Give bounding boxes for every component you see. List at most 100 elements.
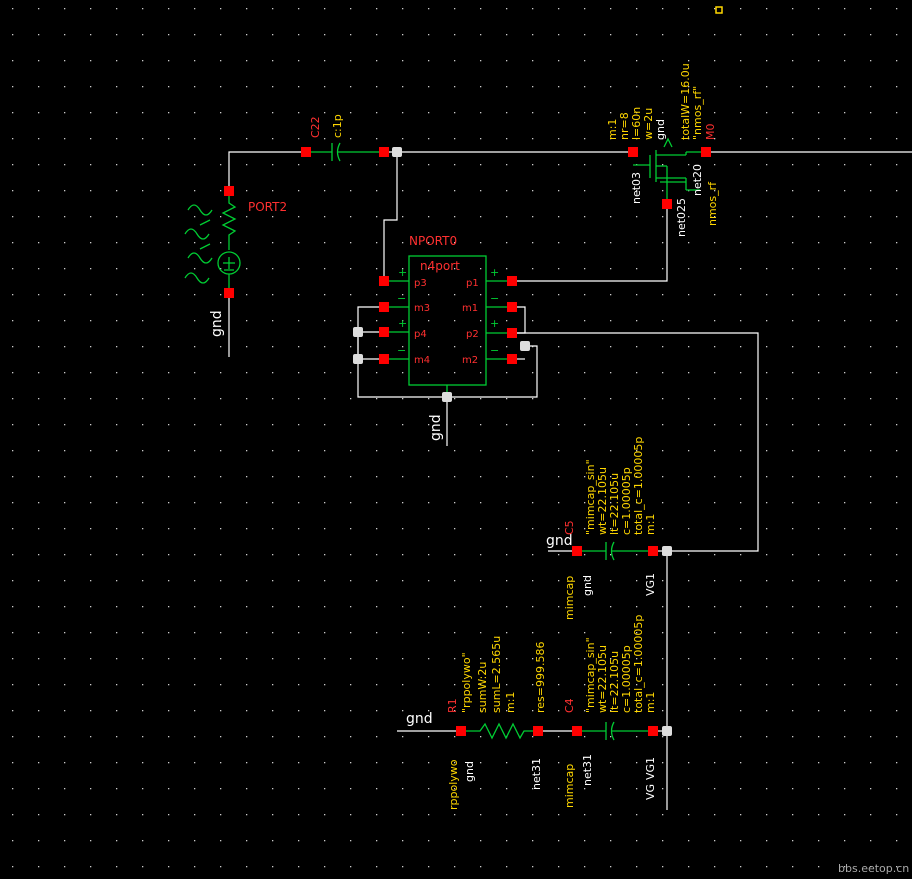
grid-dot [610, 216, 612, 218]
grid-dot [506, 476, 508, 478]
grid-dot [532, 840, 534, 842]
grid-dot [818, 294, 820, 296]
grid-dot [688, 814, 690, 816]
grid-dot [610, 372, 612, 374]
grid-dot [12, 476, 14, 478]
grid-dot [532, 450, 534, 452]
grid-dot [428, 8, 430, 10]
grid-dot [558, 684, 560, 686]
grid-dot [454, 60, 456, 62]
grid-dot [116, 34, 118, 36]
grid-dot [584, 86, 586, 88]
port2-resistor [221, 191, 237, 250]
grid-dot [194, 320, 196, 322]
grid-dot [584, 710, 586, 712]
grid-dot [350, 372, 352, 374]
c4-name: C4 [563, 698, 576, 713]
grid-dot [584, 762, 586, 764]
grid-dot [90, 398, 92, 400]
grid-dot [896, 840, 898, 842]
grid-dot [324, 164, 326, 166]
grid-dot [298, 320, 300, 322]
grid-dot [584, 866, 586, 868]
grid-dot [272, 502, 274, 504]
grid-dot [220, 710, 222, 712]
grid-dot [298, 190, 300, 192]
grid-dot [142, 8, 144, 10]
pins[interactable] [224, 147, 711, 736]
grid-dot [428, 398, 430, 400]
grid-dot [532, 580, 534, 582]
grid-dot [896, 710, 898, 712]
grid-dot [116, 294, 118, 296]
grid-dot [90, 320, 92, 322]
svg-text:m3: m3 [414, 303, 430, 314]
grid-dot [480, 86, 482, 88]
grid-dot [870, 216, 872, 218]
grid-dot [220, 580, 222, 582]
grid-dot [428, 658, 430, 660]
grid-dot [324, 190, 326, 192]
grid-dot [506, 762, 508, 764]
grid-dot [662, 788, 664, 790]
grid-dot [272, 580, 274, 582]
grid-dot [376, 632, 378, 634]
grid-dot [662, 190, 664, 192]
grid-dot [194, 554, 196, 556]
grid-dot [844, 164, 846, 166]
grid-dot [740, 294, 742, 296]
grid-dot [480, 138, 482, 140]
grid-dot [896, 866, 898, 868]
grid-dot [194, 580, 196, 582]
grid-dot [818, 372, 820, 374]
grid-dot [376, 60, 378, 62]
grid-dot [376, 424, 378, 426]
svg-text:mimcap: mimcap [563, 576, 576, 620]
grid-dot [298, 138, 300, 140]
grid-dot [532, 736, 534, 738]
grid-dot [740, 242, 742, 244]
grid-dot [584, 840, 586, 842]
grid-dot [90, 684, 92, 686]
grid-dot [688, 424, 690, 426]
grid-dot [272, 86, 274, 88]
grid-dot [792, 450, 794, 452]
grid-dot [38, 840, 40, 842]
grid-dot [376, 658, 378, 660]
grid-dot [688, 242, 690, 244]
svg-text:−: − [397, 292, 406, 305]
grid-dot [454, 164, 456, 166]
grid-dot [12, 840, 14, 842]
grid-dot [792, 268, 794, 270]
grid-dot [90, 710, 92, 712]
grid-dot [896, 736, 898, 738]
grid-dot [662, 60, 664, 62]
grid-dot [142, 788, 144, 790]
grid-dot [870, 632, 872, 634]
grid-dot [740, 762, 742, 764]
grid-dot [844, 398, 846, 400]
grid-dot [610, 658, 612, 660]
grid-dot [272, 736, 274, 738]
grid-dot [480, 216, 482, 218]
grid-dot [194, 736, 196, 738]
grid-dot [90, 476, 92, 478]
grid-dot [740, 346, 742, 348]
grid-dot [532, 138, 534, 140]
svg-text:net20: net20 [691, 164, 704, 196]
grid-dot [584, 112, 586, 114]
grid-dot [402, 684, 404, 686]
grid-dot [298, 762, 300, 764]
grid-dot [38, 424, 40, 426]
grid-dot [38, 112, 40, 114]
grid-dot [350, 710, 352, 712]
grid-dot [740, 788, 742, 790]
grid-dot [272, 138, 274, 140]
grid-dot [168, 242, 170, 244]
grid-dot [350, 398, 352, 400]
svg-text:−: − [490, 344, 499, 357]
grid-dot [558, 372, 560, 374]
grid-dot [844, 736, 846, 738]
grid-dot [142, 294, 144, 296]
